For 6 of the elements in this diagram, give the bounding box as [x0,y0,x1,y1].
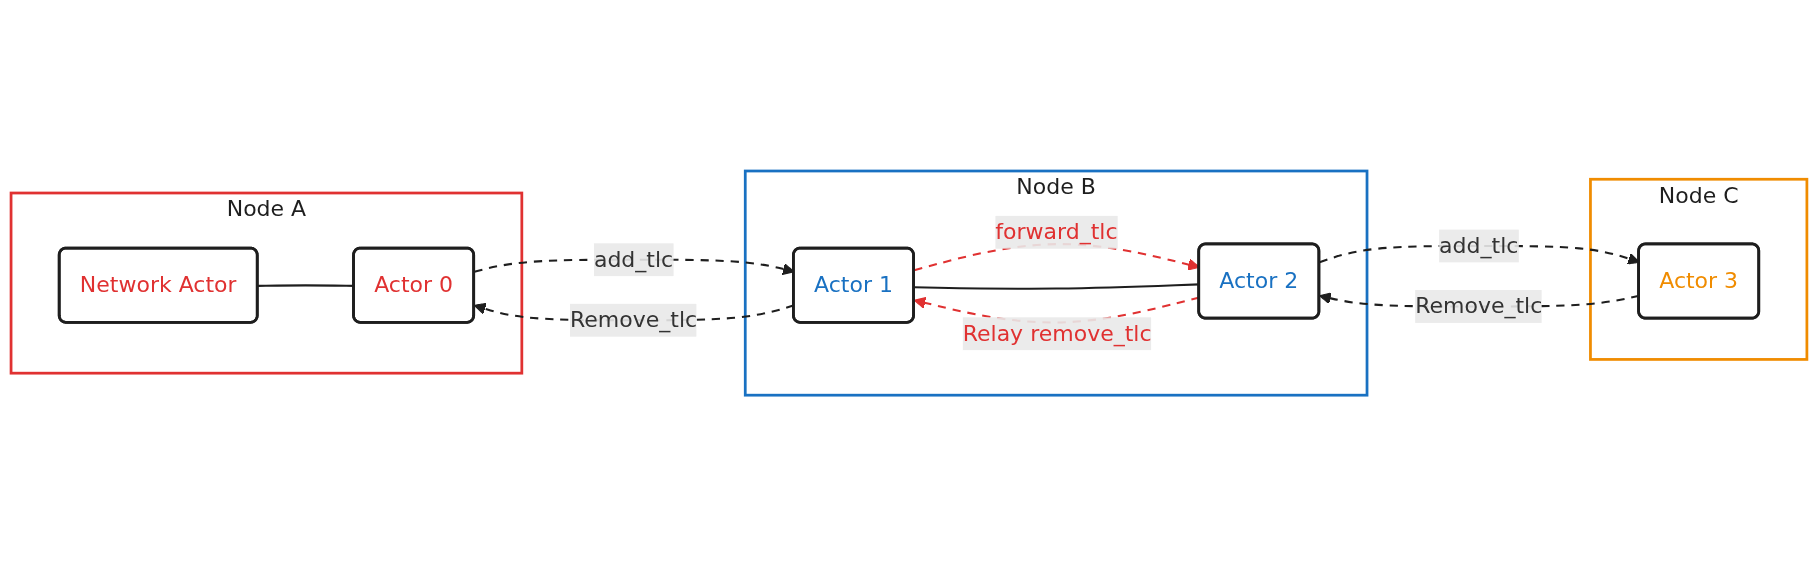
edge-label: add_tlc [1439,232,1519,259]
edge-label: Relay remove_tlc [962,320,1152,347]
edge-label: forward_tlc [995,218,1118,246]
edge-label: Remove_tlc [1415,293,1543,320]
edge-label: add_tlc [593,246,674,273]
edge-label: Remove_tlc [569,306,698,334]
